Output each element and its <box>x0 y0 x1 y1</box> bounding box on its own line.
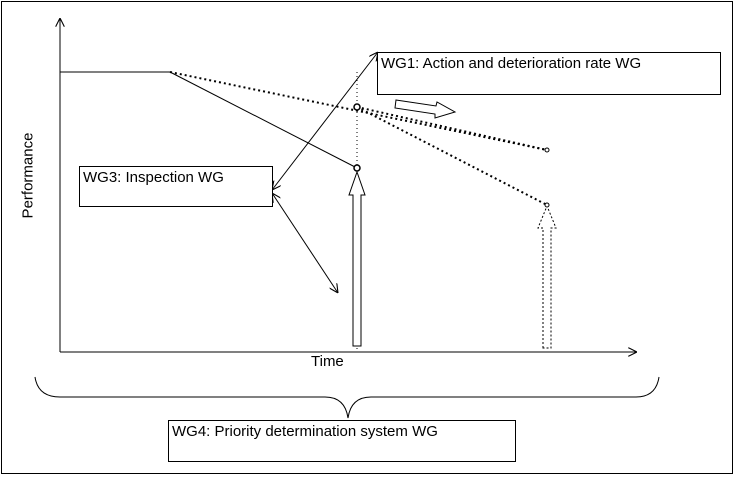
wg4-brace <box>34 376 660 419</box>
inspection-point-upper <box>353 103 361 111</box>
predicted-deterioration-after-inspection <box>356 106 548 151</box>
wg4-box: WG4: Priority determination system WG <box>168 420 516 462</box>
wg3-box: WG3: Inspection WG <box>79 166 273 207</box>
end-point-upper <box>544 147 550 153</box>
wg3-to-axis-arrow <box>272 193 338 293</box>
wg1-box: WG1: Action and deterioration rate WG <box>377 52 721 95</box>
inspection-point-lower <box>353 164 361 172</box>
wg3-to-wg1-arrow <box>272 52 378 190</box>
repair-action-arrow <box>348 170 366 347</box>
future-action-arrow <box>537 204 557 349</box>
predicted-deterioration-lower <box>356 106 548 206</box>
y-axis-label: Performance <box>19 132 37 219</box>
predicted-deterioration-upper <box>169 71 548 151</box>
deterioration-line <box>169 71 358 169</box>
x-axis-label: Time <box>311 353 344 370</box>
end-point-lower <box>544 202 550 208</box>
shift-arrow <box>394 99 457 119</box>
